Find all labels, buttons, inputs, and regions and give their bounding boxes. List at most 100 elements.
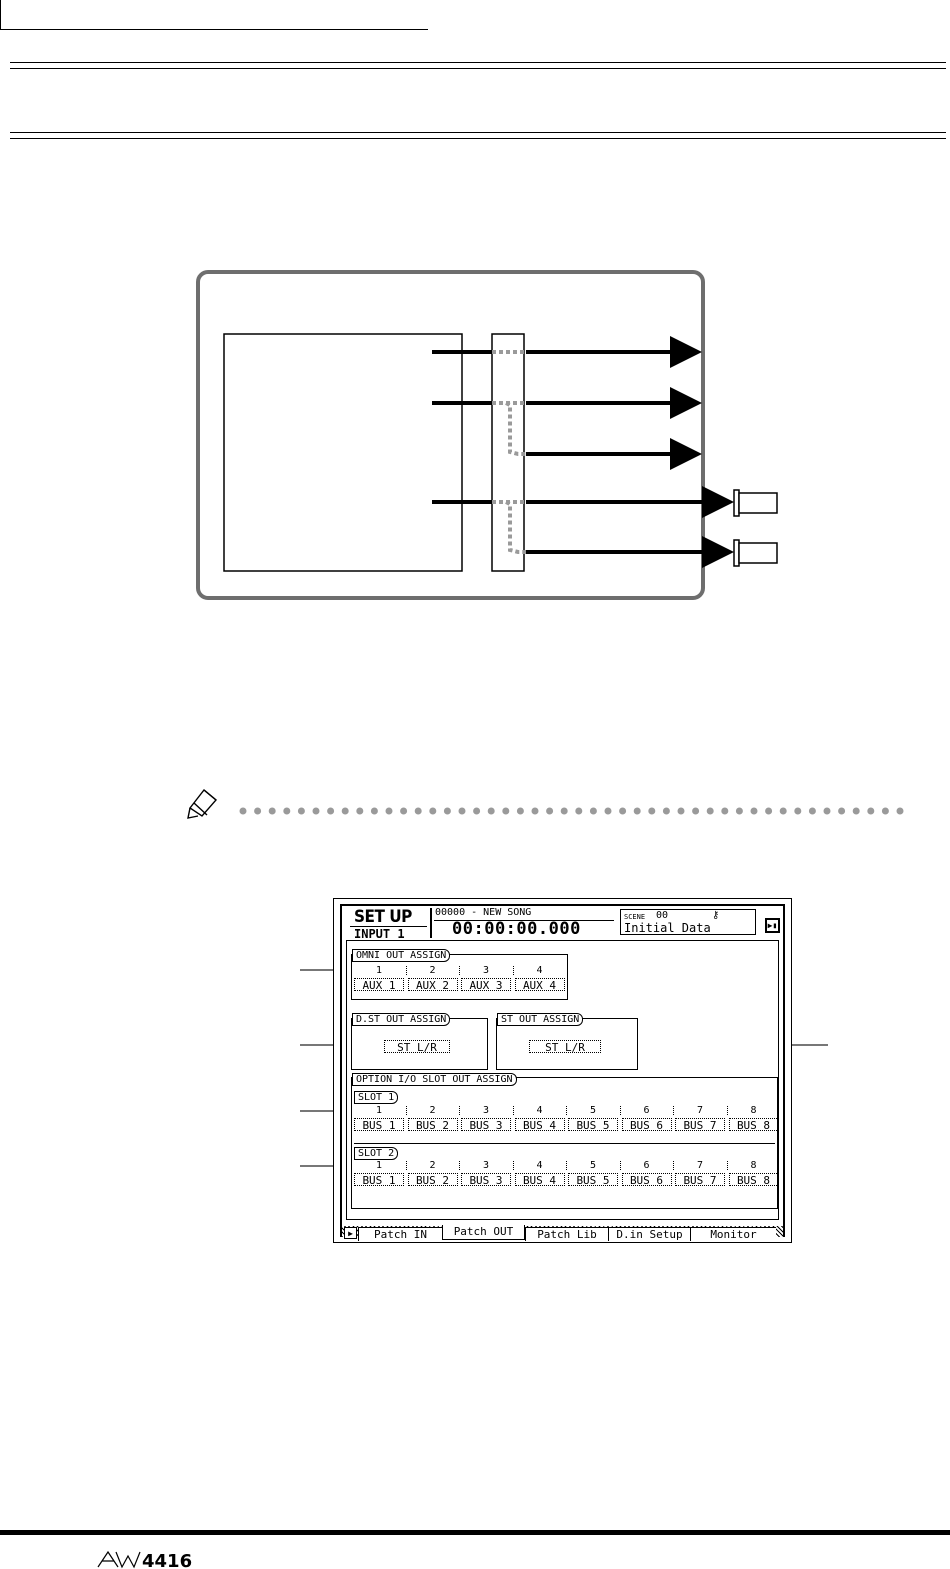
slot1-separator (405, 1106, 407, 1115)
note-pencil-icon (187, 788, 217, 819)
omni-out-separator (459, 966, 460, 975)
slot1-select[interactable]: BUS 1 (354, 1118, 404, 1132)
header-left-edge (0, 0, 1, 30)
slot1-number: 6 (643, 1105, 650, 1116)
patch-route-3 (505, 401, 526, 456)
slot2-select[interactable]: BUS 3 (461, 1173, 511, 1187)
song-rule (434, 920, 614, 921)
slot2-select[interactable]: BUS 5 (568, 1173, 618, 1187)
omni-out-label: OMNI OUT ASSIGN (352, 949, 451, 962)
omni-out-select[interactable]: AUX 1 (354, 978, 404, 992)
lcd-screen: SET UP INPUT 1 00000 - NEW SONG 00:00:00… (333, 898, 792, 1243)
slot2-separator (726, 1161, 728, 1170)
tab-patch-in[interactable]: Patch IN (358, 1227, 442, 1241)
screen-title: SET UP (354, 907, 412, 927)
tab-monitor[interactable]: Monitor (690, 1227, 776, 1241)
slot-out-label: OPTION I/O SLOT OUT ASSIGN (352, 1073, 517, 1086)
dst-out-label: D.ST OUT ASSIGN (352, 1013, 451, 1026)
slot2-select[interactable]: BUS 7 (675, 1173, 725, 1187)
slot1-separator (566, 1106, 567, 1115)
slot1-number: 8 (750, 1105, 757, 1116)
slot2-number: 7 (696, 1160, 704, 1171)
omni-out-number: 2 (429, 965, 436, 976)
omni-out-number: 4 (536, 965, 543, 976)
callout-slot-1 (300, 1110, 348, 1112)
lcd-frame: SET UP INPUT 1 00000 - NEW SONG 00:00:00… (340, 904, 785, 1241)
omni-out-select[interactable]: AUX 3 (461, 978, 511, 992)
slot-1-label: SLOT 1 (354, 1091, 399, 1104)
slot1-select[interactable]: BUS 4 (514, 1118, 565, 1132)
slot2-number: 5 (589, 1160, 597, 1171)
scene-number: 00 (656, 910, 669, 921)
slot1-number: 7 (696, 1105, 704, 1116)
omni-out-select[interactable]: AUX 4 (514, 978, 565, 992)
tab-scroll-icon[interactable]: ▶ (344, 1227, 357, 1239)
omni-out-separator (405, 966, 407, 975)
section-rule-top-2 (10, 68, 946, 69)
slot2-number: 2 (429, 1160, 436, 1171)
section-rule-bottom-2 (10, 138, 946, 139)
slot2-number: 4 (536, 1160, 543, 1171)
slot2-select[interactable]: BUS 2 (407, 1173, 458, 1187)
slot2-select[interactable]: BUS 8 (728, 1173, 779, 1187)
omni-out-number: 3 (482, 965, 490, 976)
slot1-separator (512, 1106, 514, 1115)
title-rule (350, 926, 427, 927)
header-short-rule (0, 29, 428, 30)
tab-patch-out[interactable]: Patch OUT (442, 1225, 525, 1240)
title-divider (430, 908, 432, 938)
mixer-block (223, 333, 463, 572)
content-panel (346, 940, 779, 1220)
slot1-number: 3 (482, 1105, 490, 1116)
slot2-number: 8 (750, 1160, 757, 1171)
callout-dst-out (300, 1044, 348, 1046)
slot2-separator (619, 1161, 621, 1170)
svg-text:4416: 4416 (142, 1551, 192, 1569)
page-jump-icon[interactable]: ▶▮ (765, 918, 780, 933)
scene-protect-icon: ⚷ (712, 910, 720, 921)
slot1-number: 1 (375, 1105, 383, 1116)
slot1-number: 5 (589, 1105, 597, 1116)
scene-box (620, 909, 756, 935)
slot1-select[interactable]: BUS 2 (407, 1118, 458, 1132)
slot1-select[interactable]: BUS 6 (621, 1118, 672, 1132)
callout-slot-2 (300, 1165, 348, 1167)
channel-name: INPUT 1 (354, 927, 405, 941)
st-out-label: ST OUT ASSIGN (497, 1013, 584, 1026)
slot1-separator (673, 1106, 674, 1115)
slot-divider (354, 1143, 775, 1144)
slot2-number: 6 (643, 1160, 650, 1171)
slot2-select[interactable]: BUS 4 (514, 1173, 565, 1187)
dst-out-value[interactable]: ST L/R (384, 1040, 450, 1054)
slot2-separator (459, 1161, 460, 1170)
omni-out-number: 1 (375, 965, 383, 976)
output-routing-diagram (196, 270, 778, 600)
slot1-select[interactable]: BUS 7 (675, 1118, 725, 1132)
st-out-value[interactable]: ST L/R (529, 1040, 601, 1054)
section-rule-bottom-1 (10, 132, 946, 133)
patch-route-5 (505, 500, 526, 554)
scene-label: SCENE (624, 913, 646, 921)
slot1-number: 4 (536, 1105, 543, 1116)
slot2-select[interactable]: BUS 1 (354, 1173, 404, 1187)
tab-patch-lib[interactable]: Patch Lib (525, 1227, 608, 1241)
aw4416-logo: 4416 (97, 1550, 192, 1569)
omni-out-select[interactable]: AUX 2 (407, 978, 458, 992)
slot2-number: 3 (482, 1160, 490, 1171)
footer-rule (0, 1530, 950, 1535)
song-name: 00000 - NEW SONG (435, 907, 532, 918)
slot-2-label: SLOT 2 (354, 1147, 399, 1160)
slot2-select[interactable]: BUS 6 (621, 1173, 672, 1187)
section-rule-top-1 (10, 62, 946, 63)
slot2-separator (566, 1161, 567, 1170)
omni-out-separator (512, 966, 514, 975)
unit-outline (196, 270, 705, 600)
slot1-select[interactable]: BUS 8 (728, 1118, 779, 1132)
tab-d-in-setup[interactable]: D.in Setup (608, 1227, 690, 1241)
slot1-separator (459, 1106, 460, 1115)
slot-out-group (351, 1077, 778, 1209)
slot1-separator (619, 1106, 621, 1115)
slot1-select[interactable]: BUS 5 (568, 1118, 618, 1132)
slot1-select[interactable]: BUS 3 (461, 1118, 511, 1132)
omni-out-group (351, 954, 568, 1000)
